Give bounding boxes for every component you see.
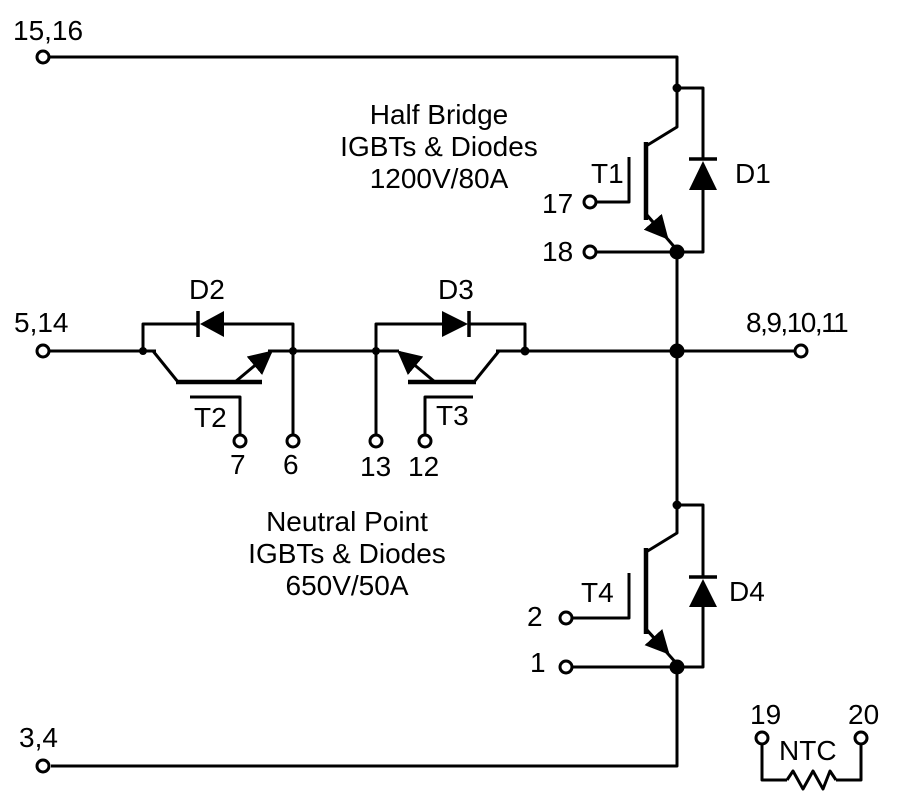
half-bridge-caption-line3: 1200V/80A [369,163,509,194]
terminal-label-8-9-10-11: 8,9,10,11 [746,307,849,338]
terminal-15-16-circle [35,49,51,65]
dc-minus-rail [35,667,679,774]
half-bridge-caption-line1: Half Bridge [369,99,509,130]
terminal-label-13: 13 [360,451,392,482]
terminal-20-circle [853,730,869,746]
igbt-t2 [151,347,301,449]
diode-d4 [677,503,717,669]
terminal-label-19: 19 [750,699,782,730]
terminal-8-9-10-11-circle [793,343,809,359]
t1-gate [597,157,631,204]
t1-collector [645,88,679,148]
t2-gate [190,395,242,435]
neutral-point-caption: Neutral Point IGBTs & Diodes 650V/50A [197,506,497,602]
t4-emitter-arrow [644,627,670,655]
t1-emitter-arrow [643,213,669,240]
terminal-label-6: 6 [283,449,299,480]
terminal-13-circle [368,433,384,449]
component-label-d1: D1 [735,158,771,189]
resistor-zigzag [785,769,838,791]
component-label-d2: D2 [189,274,225,305]
terminal-label-1: 1 [530,647,546,678]
terminal-1-circle [558,659,574,675]
terminal-label-7: 7 [230,449,246,480]
t3-collector [472,350,501,383]
t2-collector [151,350,180,383]
half-bridge-caption: Half Bridge IGBTs & Diodes 1200V/80A [289,99,589,195]
terminal-label-12: 12 [408,451,440,482]
half-bridge-caption-line2: IGBTs & Diodes [340,131,538,162]
igbt-t1 [582,88,685,260]
terminal-17-circle [582,194,598,210]
t3-emitter [397,350,436,384]
igbt-t4 [558,505,685,675]
terminal-label-18: 18 [542,236,574,267]
component-label-d3: D3 [438,274,474,305]
dc-plus-rail [35,49,682,93]
terminal-3-4-circle [35,758,51,774]
component-label-t2: T2 [194,402,227,433]
component-label-t1: T1 [591,158,624,189]
neutral-point-caption-line2: IGBTs & Diodes [248,538,446,569]
component-label-d4: D4 [729,576,765,607]
terminal-19-circle [754,730,770,746]
t3-gate [423,395,473,435]
t4-collector [645,505,679,554]
t4-gate [573,573,631,620]
diode-d3 [374,311,527,351]
terminal-5-14-circle [35,343,51,359]
terminal-6-circle [285,433,301,449]
terminal-label-2: 2 [527,601,543,632]
terminal-label-17: 17 [542,188,574,219]
terminal-12-circle [417,433,433,449]
diode-d2 [141,311,295,351]
component-label-ntc: NTC [779,735,837,766]
neutral-point-caption-line3: 650V/50A [285,570,409,601]
terminal-2-circle [558,610,574,626]
diode-d1 [677,86,717,254]
component-label-t3: T3 [436,400,469,431]
terminal-7-circle [232,433,248,449]
neutral-input [35,343,156,359]
igbt-t3 [397,346,530,449]
terminal-label-5-14: 5,14 [14,307,69,338]
component-label-t4: T4 [581,577,614,608]
neutral-point-caption-line1: Neutral Point [266,506,428,537]
terminal-18-circle [582,244,598,260]
t2-emitter [234,350,273,384]
terminal-label-3-4: 3,4 [19,722,58,753]
terminal-label-15-16: 15,16 [13,15,84,46]
terminal-label-20: 20 [848,699,880,730]
ntc-thermistor [754,730,869,791]
